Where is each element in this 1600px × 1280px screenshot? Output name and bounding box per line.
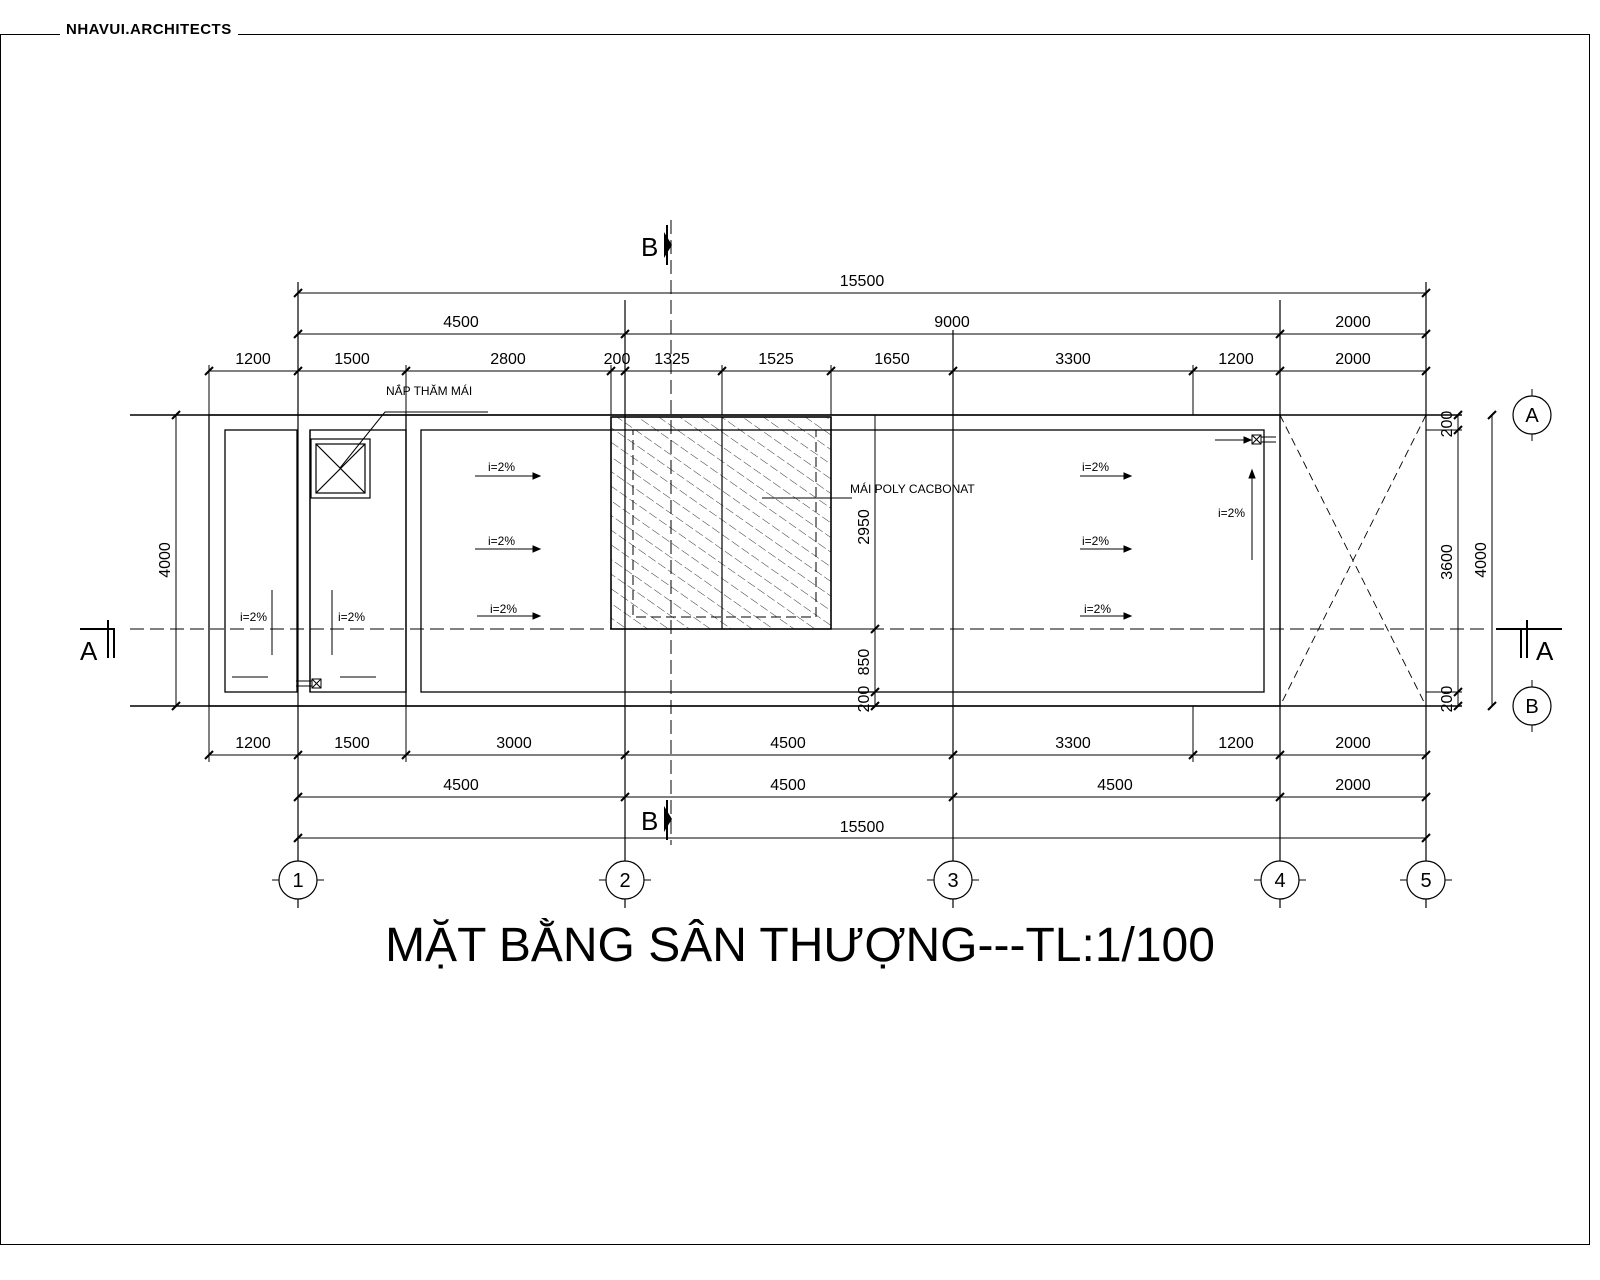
dim-top-row3: 1525 [758, 351, 794, 368]
dim-right-overall: 4000 [1473, 542, 1490, 578]
sheet-border [0, 34, 1590, 1245]
slope-label: i=2% [1218, 506, 1245, 520]
firm-name: NHAVUI.ARCHITECTS [60, 22, 238, 38]
dim-bottom-row2: 4500 [1097, 777, 1133, 794]
top-dimension-ticks [204, 288, 1431, 376]
section-lines [130, 220, 1490, 845]
dim-bottom-row2: 4500 [443, 777, 479, 794]
section-b-top-label: B [641, 232, 658, 262]
grid-axis-label-3: 3 [947, 870, 958, 892]
slope-label: i=2% [338, 610, 365, 624]
dim-bottom-row1: 4500 [770, 735, 806, 752]
slope-label: i=2% [1082, 460, 1109, 474]
left-dimension-line [172, 414, 209, 707]
dim-bottom-row1: 3000 [496, 735, 532, 752]
void-cross [1279, 414, 1427, 707]
dim-bottom-row1: 3300 [1055, 735, 1091, 752]
slope-arrows [232, 436, 1256, 678]
grid-axis-label-b: B [1525, 696, 1538, 718]
dim-bottom-row2: 2000 [1335, 777, 1371, 794]
right-dimension-lines [1426, 415, 1493, 706]
floor-drain-icon [296, 434, 1276, 689]
dim-right-inner: 200 [1439, 411, 1456, 438]
slope-label: i=2% [490, 602, 517, 616]
dim-top-overall: 15500 [840, 273, 885, 290]
slope-label: i=2% [488, 460, 515, 474]
grid-axis-label-2: 2 [619, 870, 630, 892]
polycarbonate-roof [610, 416, 852, 630]
dim-right-inner: 200 [1439, 686, 1456, 713]
dim-top-row3: 3300 [1055, 351, 1091, 368]
bottom-dimension-lines [208, 706, 1426, 839]
inner-dimension-ticks [870, 624, 880, 711]
bottom-dimension-ticks [204, 750, 1431, 843]
slope-label: i=2% [1084, 602, 1111, 616]
section-a-marks [80, 620, 1562, 658]
grid-lines-vertical [297, 282, 1427, 908]
section-a-right-label: A [1536, 636, 1554, 666]
dim-top-row3: 1325 [654, 351, 690, 368]
roof-hatch-leader [339, 411, 488, 469]
dim-top-row2: 4500 [443, 314, 479, 331]
slope-label: i=2% [1082, 534, 1109, 548]
dim-bottom-row1: 1200 [235, 735, 271, 752]
drawing-title: MẶT BẰNG SÂN THƯỢNG---TL:1/100 [385, 919, 1215, 972]
dim-bottom-row1: 1200 [1218, 735, 1254, 752]
grid-bubbles [278, 395, 1552, 900]
left-dimension-ticks [171, 410, 181, 711]
dim-top-row3: 1650 [874, 351, 910, 368]
dim-top-row2: 9000 [934, 314, 970, 331]
roof-hatch-box [310, 438, 371, 499]
dim-bottom-row1: 1500 [334, 735, 370, 752]
roof-hatch-label: NẮP THĂM MÁI [386, 383, 472, 398]
dim-inner-vertical: 200 [856, 686, 873, 713]
grid-axis-label-5: 5 [1420, 870, 1431, 892]
dim-inner-vertical: 2950 [856, 509, 873, 545]
dim-right-inner: 3600 [1439, 544, 1456, 580]
slope-label: i=2% [240, 610, 267, 624]
section-a-left-label: A [80, 636, 98, 666]
dim-top-row3: 2000 [1335, 351, 1371, 368]
dim-top-row3: 1500 [334, 351, 370, 368]
dim-inner-vertical: 850 [856, 649, 873, 676]
dim-top-row3: 2800 [490, 351, 526, 368]
grid-axis-label-1: 1 [292, 870, 303, 892]
grid-bubble-ticks [272, 389, 1533, 881]
dim-bottom-row1: 2000 [1335, 735, 1371, 752]
top-dimension-lines [208, 292, 1426, 415]
dim-left-overall: 4000 [157, 542, 174, 578]
dim-top-row3: 1200 [235, 351, 271, 368]
dim-top-row3: 200 [604, 351, 631, 368]
inner-dimension-lines [831, 415, 880, 706]
dim-top-row2: 2000 [1335, 314, 1371, 331]
polycarbonate-roof-label: MÁI POLY CACBONAT [850, 481, 975, 496]
dim-bottom-row2: 4500 [770, 777, 806, 794]
grid-axis-label-a: A [1525, 405, 1539, 427]
right-dimension-ticks [1453, 410, 1497, 711]
dim-bottom-overall: 15500 [840, 819, 885, 836]
walls [208, 414, 1281, 707]
section-b-bottom-label: B [641, 806, 658, 836]
grid-axis-label-4: 4 [1274, 870, 1285, 892]
dim-top-row3: 1200 [1218, 351, 1254, 368]
slope-label: i=2% [488, 534, 515, 548]
